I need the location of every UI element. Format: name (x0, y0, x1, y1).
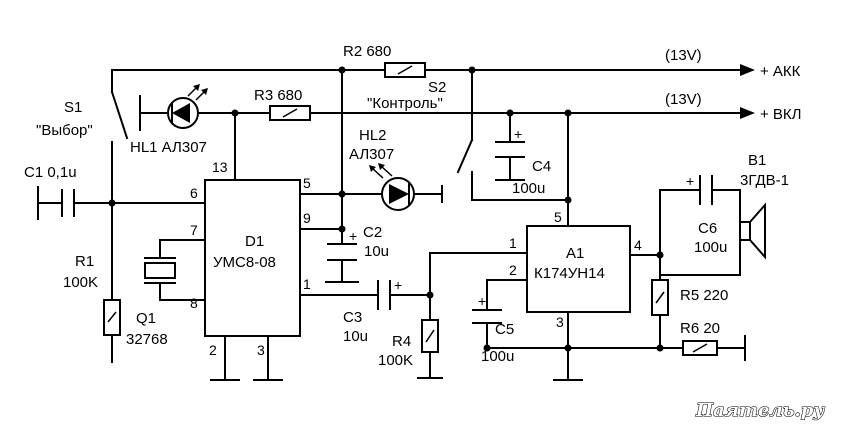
s2-ref-label: S2 (428, 79, 446, 96)
d1-name-label: УМС8-08 (213, 254, 276, 271)
b1-ref-label: B1 (748, 152, 766, 169)
a1-pin-5: 5 (554, 209, 562, 225)
c3-capacitor-symbol (377, 280, 391, 310)
c5-polarity-plus: + (478, 293, 486, 309)
s2-switch-symbol (456, 138, 474, 174)
c5-value-label: 100u (481, 348, 514, 365)
a1-pin-2: 2 (509, 262, 517, 278)
d1-pin-5: 5 (303, 175, 311, 191)
r3-label: R3 680 (254, 87, 302, 104)
r1-value-label: 100K (63, 274, 98, 291)
c6-value-label: 100u (694, 239, 727, 256)
speaker-icon (739, 202, 766, 260)
c2-value-label: 10u (364, 243, 389, 260)
r2-label: R2 680 (343, 43, 391, 60)
r5-resistor-symbol (651, 279, 669, 316)
rail-arrows (740, 64, 755, 119)
q1-crystal-symbol (144, 257, 176, 284)
a1-name-label: К174УН14 (534, 265, 605, 282)
hl1-led-symbol (167, 84, 208, 129)
junction-dots (108, 66, 664, 352)
s1-ref-label: S1 (64, 99, 82, 116)
c5-capacitor-symbol (472, 309, 502, 324)
c4-capacitor-symbol (495, 141, 525, 158)
c5-ref-label: C5 (495, 321, 514, 338)
r6-label: R6 20 (680, 320, 720, 337)
q1-value-label: 32768 (126, 331, 168, 348)
hl1-label: HL1 АЛ307 (130, 139, 207, 156)
hl2-led-symbol (369, 163, 415, 211)
c4-ref-label: C4 (532, 158, 551, 175)
site-watermark: Паятель.ру (695, 400, 825, 421)
r1-resistor-symbol (103, 299, 121, 336)
d1-pin-2: 2 (209, 342, 217, 358)
akk-voltage-label: (13V) (665, 47, 702, 64)
d1-pin-1: 1 (303, 276, 311, 292)
c4-polarity-plus: + (514, 126, 522, 142)
r2-resistor-symbol (384, 62, 426, 78)
s2-name-label: "Контроль" (367, 95, 443, 112)
c6-ref-label: C6 (698, 220, 717, 237)
b1-value-label: 3ГДВ-1 (740, 172, 789, 189)
d1-ref-label: D1 (245, 233, 264, 250)
c2-ref-label: C2 (363, 224, 382, 241)
s1-name-label: "Выбор" (36, 122, 93, 139)
c4-value-label: 100u (512, 180, 545, 197)
c3-ref-label: C3 (343, 309, 362, 326)
r4-ref-label: R4 (392, 333, 411, 350)
d1-pin-3: 3 (257, 342, 265, 358)
c1-label: C1 0,1u (24, 164, 77, 181)
d1-chip (204, 179, 301, 337)
q1-ref-label: Q1 (136, 310, 156, 327)
d1-pin-6: 6 (190, 185, 198, 201)
a1-ref-label: A1 (566, 245, 584, 262)
hl2-value-label: АЛ307 (349, 146, 394, 163)
d1-pin-7: 7 (190, 222, 198, 238)
r4-value-label: 100K (378, 352, 413, 369)
d1-pin-9: 9 (303, 210, 311, 226)
c6-polarity-plus: + (686, 173, 694, 189)
d1-pin-8: 8 (190, 295, 198, 311)
a1-pin-1: 1 (509, 235, 517, 251)
hl2-ref-label: HL2 (359, 127, 387, 144)
r6-resistor-symbol (682, 340, 718, 356)
a1-pin-4: 4 (634, 237, 642, 253)
a1-chip (526, 225, 631, 313)
c6-capacitor-symbol (699, 175, 713, 205)
d1-pin-13: 13 (212, 159, 228, 175)
c1-capacitor-symbol (61, 189, 75, 217)
c2-polarity-plus: + (349, 228, 357, 244)
r4-resistor-symbol (421, 319, 439, 353)
c2-capacitor-symbol (327, 243, 357, 261)
c3-polarity-plus: + (394, 277, 402, 293)
vkl-voltage-label: (13V) (665, 91, 702, 108)
a1-pin-3: 3 (556, 314, 564, 330)
r3-resistor-symbol (269, 105, 311, 121)
wires (37, 69, 746, 381)
s1-switch-symbol (110, 90, 129, 140)
vkl-rail-label: + ВКЛ (760, 106, 802, 123)
r1-ref-label: R1 (75, 253, 94, 270)
r5-label: R5 220 (680, 287, 728, 304)
akk-rail-label: + АКК (760, 63, 801, 80)
c3-value-label: 10u (343, 328, 368, 345)
